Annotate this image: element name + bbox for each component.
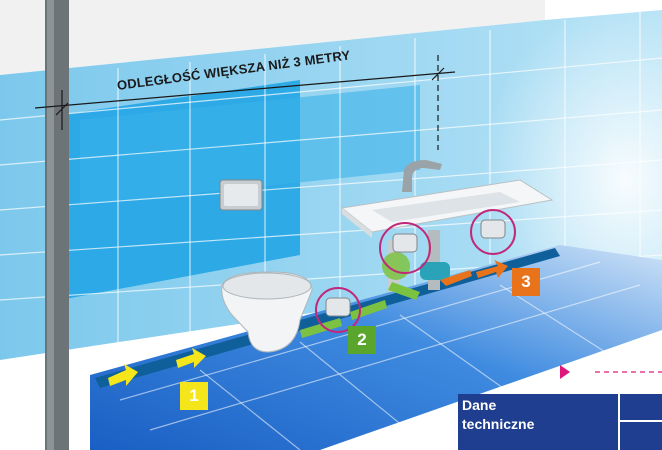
tech-data-title-line1: Dane bbox=[462, 397, 497, 413]
flow-orange bbox=[440, 260, 508, 286]
tech-data-cell bbox=[620, 394, 662, 420]
sink-bowl bbox=[372, 192, 520, 222]
dimension-line bbox=[34, 55, 456, 150]
pump-icon-3 bbox=[470, 209, 516, 255]
pump-icon-1 bbox=[315, 287, 361, 333]
stack-pipe-shade bbox=[47, 0, 54, 450]
sink-trap bbox=[420, 262, 450, 280]
tech-data-box: Dane techniczne bbox=[458, 394, 662, 450]
floor bbox=[90, 245, 662, 450]
dark-tiles-2 bbox=[80, 85, 420, 205]
sink-pipe-mid bbox=[428, 230, 440, 290]
sink-front bbox=[342, 208, 372, 238]
flush-button bbox=[224, 184, 258, 206]
tech-data-title: Dane techniczne bbox=[458, 394, 618, 450]
faucet bbox=[402, 160, 442, 192]
tech-data-cell bbox=[620, 422, 662, 450]
marker-badge-3: 3 bbox=[512, 268, 540, 296]
marker-badge-2: 2 bbox=[348, 326, 376, 354]
tech-data-title-line2: techniczne bbox=[462, 416, 535, 432]
toilet-lid bbox=[222, 272, 312, 300]
pump-icon-2 bbox=[379, 222, 431, 274]
pointer-icon bbox=[560, 365, 570, 379]
upper-wall bbox=[0, 0, 545, 75]
wall-fade bbox=[420, 0, 662, 300]
flow-yellow bbox=[108, 348, 206, 386]
marker-badge-1: 1 bbox=[180, 382, 208, 410]
